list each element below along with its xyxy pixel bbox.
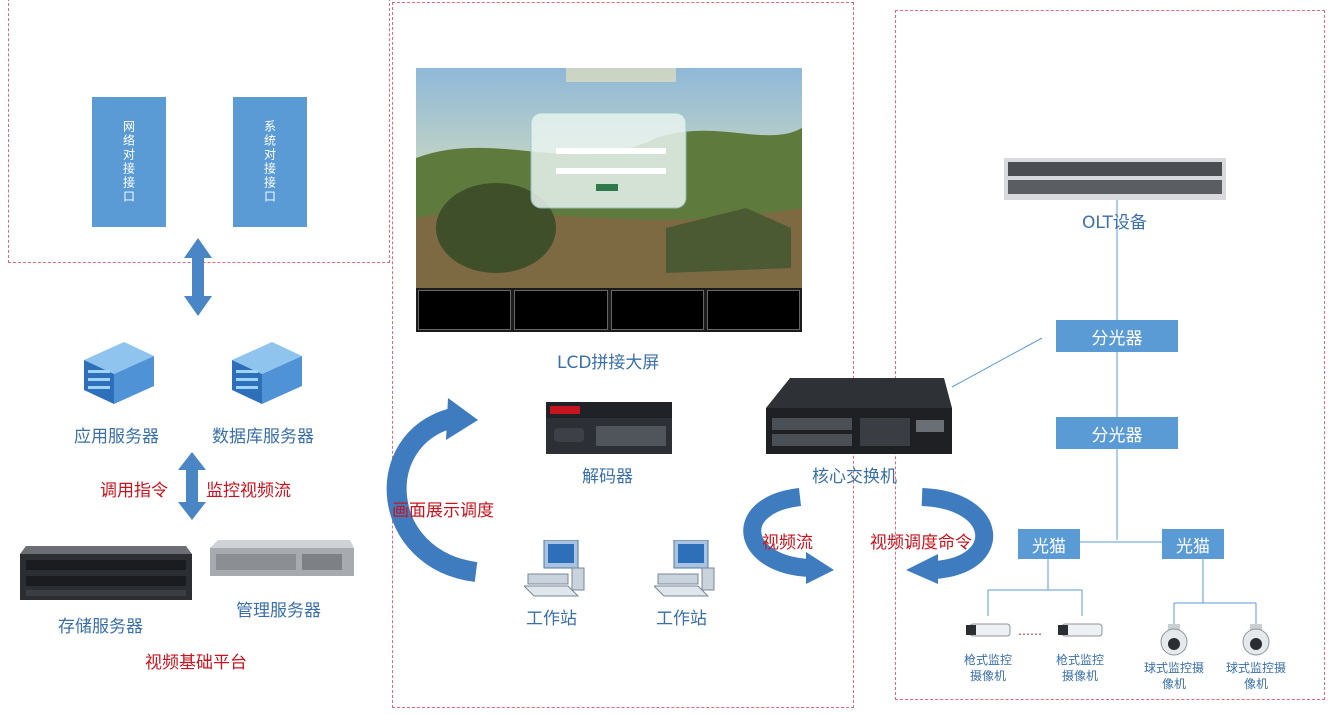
system-interface-label: 系统对接接口 xyxy=(262,120,277,204)
splitter-box-2: 分光器 xyxy=(1056,417,1178,449)
lcd-panel xyxy=(514,290,608,330)
lcd-label: LCD拼接大屏 xyxy=(557,353,660,373)
lcd-wall-panel-row xyxy=(418,290,800,330)
workstation-icon-1 xyxy=(524,540,585,597)
olt-label: OLT设备 xyxy=(1082,213,1147,233)
mgmt-server-label: 管理服务器 xyxy=(236,601,321,621)
monitor-stream-label: 监控视频流 xyxy=(206,481,291,501)
lcd-panel xyxy=(418,290,512,330)
modem-box-2: 光猫 xyxy=(1162,529,1224,559)
modem-label-2: 光猫 xyxy=(1176,536,1210,557)
modem-label-1: 光猫 xyxy=(1032,536,1066,557)
display-dispatch-arc xyxy=(386,408,478,582)
camera-ellipsis: …… xyxy=(1018,624,1042,638)
dome-camera-label-2: 球式监控摄像机 xyxy=(1225,661,1286,691)
app-server-icon xyxy=(84,342,154,404)
bullet-camera-label-2: 枪式监控摄像机 xyxy=(1055,653,1104,683)
bullet-camera-icon-1 xyxy=(966,623,1011,637)
workstation-label-2: 工作站 xyxy=(656,609,707,629)
double-arrow-top xyxy=(184,238,212,316)
video-stream-label: 视频流 xyxy=(762,533,813,553)
system-interface-box: 系统对接接口 xyxy=(233,97,307,227)
storage-server-label: 存储服务器 xyxy=(58,617,143,637)
decoder-label: 解码器 xyxy=(582,467,633,487)
dome-camera-label-1: 球式监控摄像机 xyxy=(1143,661,1204,691)
double-arrow-bottom xyxy=(178,452,206,520)
lcd-wall-screen-image xyxy=(416,68,802,288)
db-server-label: 数据库服务器 xyxy=(212,427,314,447)
network-interface-label: 网络对接接口 xyxy=(121,120,136,204)
olt-device-icon xyxy=(1004,158,1226,200)
dome-camera-icon-2 xyxy=(1242,624,1270,656)
modem-box-1: 光猫 xyxy=(1018,529,1080,559)
core-switch-label: 核心交换机 xyxy=(812,467,897,487)
splitter-label-1: 分光器 xyxy=(1091,328,1143,349)
region-center xyxy=(392,2,854,708)
mgmt-server-icon xyxy=(210,540,354,576)
bullet-camera-icon-2 xyxy=(1058,623,1103,637)
workstation-icon-2 xyxy=(654,540,715,597)
workstation-label-1: 工作站 xyxy=(526,609,577,629)
bullet-camera-label-1: 枪式监控摄像机 xyxy=(963,653,1012,683)
app-server-label: 应用服务器 xyxy=(74,427,159,447)
call-command-label: 调用指令 xyxy=(100,481,168,501)
dispatch-command-label: 视频调度命令 xyxy=(870,533,972,553)
splitter-label-2: 分光器 xyxy=(1091,425,1143,446)
lcd-panel xyxy=(610,290,704,330)
platform-title: 视频基础平台 xyxy=(145,653,247,673)
dome-camera-icon-1 xyxy=(1160,624,1188,656)
core-switch-icon xyxy=(766,378,952,454)
lcd-panel xyxy=(706,290,800,330)
region-access-network xyxy=(895,10,1325,700)
display-dispatch-label: 画面展示调度 xyxy=(392,501,494,521)
splitter-box-1: 分光器 xyxy=(1056,320,1178,352)
db-server-icon xyxy=(232,342,302,404)
decoder-icon xyxy=(546,402,672,454)
lcd-wall xyxy=(416,68,802,332)
network-interface-box: 网络对接接口 xyxy=(92,97,166,227)
storage-server-icon xyxy=(20,546,192,600)
